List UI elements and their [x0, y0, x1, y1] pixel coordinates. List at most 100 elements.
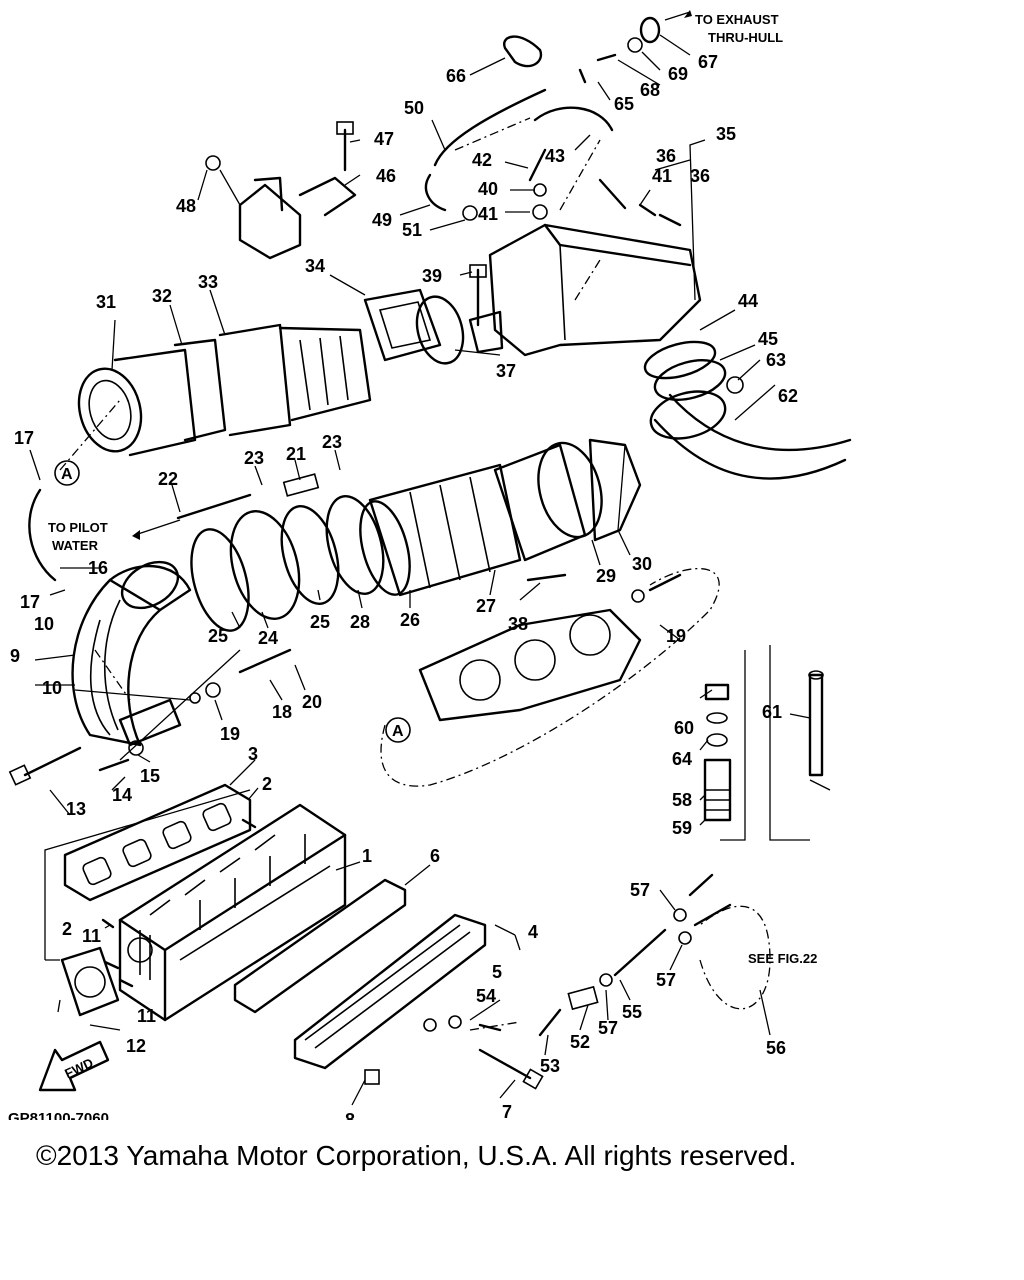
callout: 39	[422, 266, 442, 286]
muffler-housing	[468, 223, 702, 357]
callout: 2	[62, 919, 72, 939]
callout: 34	[305, 256, 325, 276]
water-hoses	[424, 88, 614, 212]
callout: 35	[716, 124, 736, 144]
callout: 19	[220, 724, 240, 744]
callout: 8	[345, 1110, 355, 1120]
exhaust-hose	[643, 340, 852, 480]
callout: 61	[762, 702, 782, 722]
pilot-water-hose	[28, 473, 682, 704]
diagram-notes: TO EXHAUST THRU-HULL TO PILOT WATER SEE …	[8, 12, 817, 1120]
callout: 4	[528, 922, 538, 942]
callout: 50	[404, 98, 424, 118]
callout: 28	[350, 612, 370, 632]
callout: 15	[140, 766, 160, 786]
callout: 57	[656, 970, 676, 990]
callout: 52	[570, 1032, 590, 1052]
exhaust-note-line1: TO EXHAUST	[695, 12, 779, 27]
pilot-note-line2: WATER	[52, 538, 99, 553]
callout: 23	[244, 448, 264, 468]
callout: 10	[42, 678, 62, 698]
copyright-notice: ©2013 Yamaha Motor Corporation, U.S.A. A…	[36, 1140, 797, 1171]
callout: 27	[476, 596, 496, 616]
callout: 7	[502, 1102, 512, 1120]
exhaust-note-line2: THRU-HULL	[708, 30, 783, 45]
callout-labels: 1 2 2 3 4 5 6 7 8 9 10 10 11 11 12 13 14…	[10, 52, 798, 1120]
exhaust-parts-diagram: 1 2 2 3 4 5 6 7 8 9 10 10 11 11 12 13 14…	[8, 10, 852, 1120]
callout: 20	[302, 692, 322, 712]
callout: 47	[374, 129, 394, 149]
callout: 22	[158, 469, 178, 489]
callout: 33	[198, 272, 218, 292]
callout: 9	[10, 646, 20, 666]
callout: 10	[34, 614, 54, 634]
callout: 45	[758, 329, 778, 349]
pilot-note-line1: TO PILOT	[48, 520, 108, 535]
callout: 54	[476, 986, 496, 1006]
callout: 17	[20, 592, 40, 612]
callout: 37	[496, 361, 516, 381]
callout: 6	[430, 846, 440, 866]
callout: 29	[596, 566, 616, 586]
fwd-arrow	[38, 1040, 110, 1092]
callout: 24	[258, 628, 278, 648]
callout: 43	[545, 146, 565, 166]
exhaust-pipe	[71, 560, 192, 747]
front-flange	[60, 946, 120, 1017]
callout: 53	[540, 1056, 560, 1076]
callout: 1	[362, 846, 372, 866]
callout: 30	[632, 554, 652, 574]
cover-gasket	[233, 878, 407, 1014]
muffler-seal	[415, 295, 465, 365]
joint-rubbers	[190, 495, 385, 632]
callout: 66	[446, 66, 466, 86]
callout: 65	[614, 94, 634, 114]
callout: 36	[656, 146, 676, 166]
callout: 25	[208, 626, 228, 646]
callout: 69	[668, 64, 688, 84]
drawing-code: GP81100-7060	[8, 1110, 109, 1120]
callout: 5	[492, 962, 502, 982]
callout: 67	[698, 52, 718, 72]
callout: 17	[14, 428, 34, 448]
callout: 57	[598, 1018, 618, 1038]
callout: 58	[672, 790, 692, 810]
callout: 13	[66, 799, 86, 819]
callout: 51	[402, 220, 422, 240]
manifold-cover	[293, 913, 487, 1070]
callout: 56	[766, 1038, 786, 1058]
callout: 48	[176, 196, 196, 216]
callout: 11	[137, 1006, 156, 1026]
exhaust-manifold	[118, 803, 347, 1022]
reference-markers: A A	[54, 460, 411, 743]
callout: 41	[478, 204, 498, 224]
callout: 44	[738, 291, 758, 311]
part-drawings	[8, 16, 852, 1092]
mounting-bracket	[205, 121, 357, 260]
callout: 18	[272, 702, 292, 722]
temperature-sensor	[808, 670, 824, 777]
callout: 63	[766, 350, 786, 370]
callout: 16	[88, 558, 108, 578]
water-lock	[359, 463, 522, 597]
bypass-hoses	[423, 873, 732, 1037]
pipe-bolts	[8, 573, 567, 786]
callout: 25	[310, 612, 330, 632]
muffler-gasket	[363, 288, 442, 362]
callout: 59	[672, 818, 692, 838]
callout: 40	[478, 179, 498, 199]
leader-lines	[29, 10, 831, 1106]
callout: 42	[472, 150, 492, 170]
see-figure-note: SEE FIG.22	[748, 951, 817, 966]
callout: 38	[508, 614, 528, 634]
callout: 19	[666, 626, 686, 646]
callout: 2	[262, 774, 272, 794]
callout: 32	[152, 286, 172, 306]
callout: 62	[778, 386, 798, 406]
callout: 21	[286, 444, 306, 464]
callout: 3	[248, 744, 258, 764]
callout: 68	[640, 80, 660, 100]
ref-a-marker: A	[61, 466, 73, 483]
engine-block	[418, 608, 642, 722]
manifold-gasket	[63, 783, 252, 902]
